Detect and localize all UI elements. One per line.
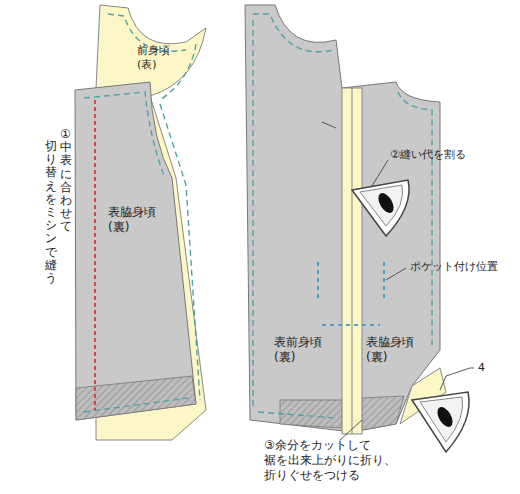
iron-icon [412,392,469,452]
piece-name: 表前身頃 (裏) [274,335,334,365]
step-note: 切り替えをミシンで縫う [45,140,57,285]
callout-label: ポケット付け位置 [410,260,498,274]
dimension: 4 [478,361,485,375]
pocket-mark [318,262,384,325]
seam-line [253,14,432,418]
notch [322,122,336,128]
piece-name: 表脇身頃 (裏) [108,205,166,235]
piece-name: 表脇身頃 (裏) [366,335,426,365]
step-note: ②縫い代を割る [390,148,466,162]
hem-hatch [362,396,404,430]
piece-name: 前身頃 (表) [137,44,185,72]
seam-allowance [342,88,362,434]
step-note: ③余分をカットして 裾を出来上がりに折り、 折りぐせをつける [264,438,414,483]
side-piece [75,82,196,420]
seam [352,88,353,434]
leader-line [340,160,474,440]
step-note: ①中表に合わせて [60,128,72,234]
seam-line [84,14,200,412]
hem-hatch [76,376,196,420]
stitch-line [94,100,96,410]
iron-icon [352,180,409,236]
